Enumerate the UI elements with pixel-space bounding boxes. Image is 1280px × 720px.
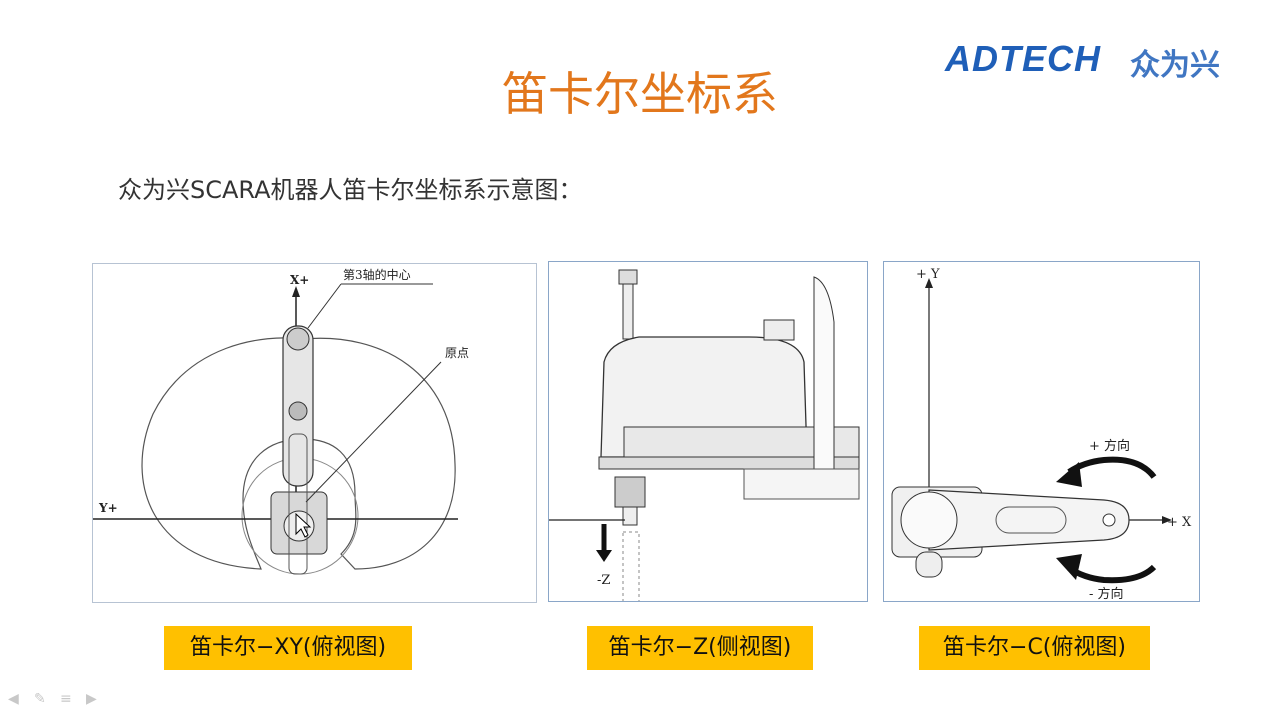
slideshow-nav: ◀ ✎ ≡ ▶ xyxy=(8,692,104,706)
prev-slide-icon[interactable]: ◀ xyxy=(8,691,19,707)
y-plus-label: Y+ xyxy=(98,501,118,515)
caption-xy-top-view: 笛卡尔−XY(俯视图) xyxy=(164,626,412,670)
xy-top-view-diagram: X+ Y+ 第3轴的中心 原点 xyxy=(92,263,537,603)
workspace-outline xyxy=(141,337,456,570)
slide-menu-icon[interactable]: ≡ xyxy=(60,691,72,707)
minus-z-label: -Z xyxy=(597,573,610,588)
mouse-cursor-icon xyxy=(295,512,312,538)
axis3-center-label: 第3轴的中心 xyxy=(343,267,411,282)
logo-brand-cn: 众为兴 xyxy=(1130,48,1220,83)
next-slide-icon[interactable]: ▶ xyxy=(86,691,97,707)
caption-z-side-view: 笛卡尔−Z(侧视图) xyxy=(587,626,813,670)
slide-title: 笛卡尔坐标系 xyxy=(502,67,778,121)
x-plus-label: X+ xyxy=(290,273,309,287)
z-side-view-diagram: -Z xyxy=(548,261,868,602)
logo-brand-text: ADTECH xyxy=(945,38,1101,79)
plus-direction-label: + 方向 xyxy=(1089,438,1130,454)
minus-direction-label: - 方向 xyxy=(1089,586,1124,601)
plus-y-label: + Y xyxy=(916,267,940,282)
plus-x-label: + X xyxy=(1167,515,1192,530)
origin-label: 原点 xyxy=(445,346,469,360)
caption-c-top-view: 笛卡尔−C(俯视图) xyxy=(919,626,1150,670)
slide-subtitle: 众为兴SCARA机器人笛卡尔坐标系示意图： xyxy=(118,176,583,204)
adtech-logo: ADTECH 众为兴 xyxy=(945,38,1230,83)
pen-tool-icon[interactable]: ✎ xyxy=(34,691,46,707)
c-top-view-diagram: + Y + X + 方向 - 方向 xyxy=(883,261,1200,602)
